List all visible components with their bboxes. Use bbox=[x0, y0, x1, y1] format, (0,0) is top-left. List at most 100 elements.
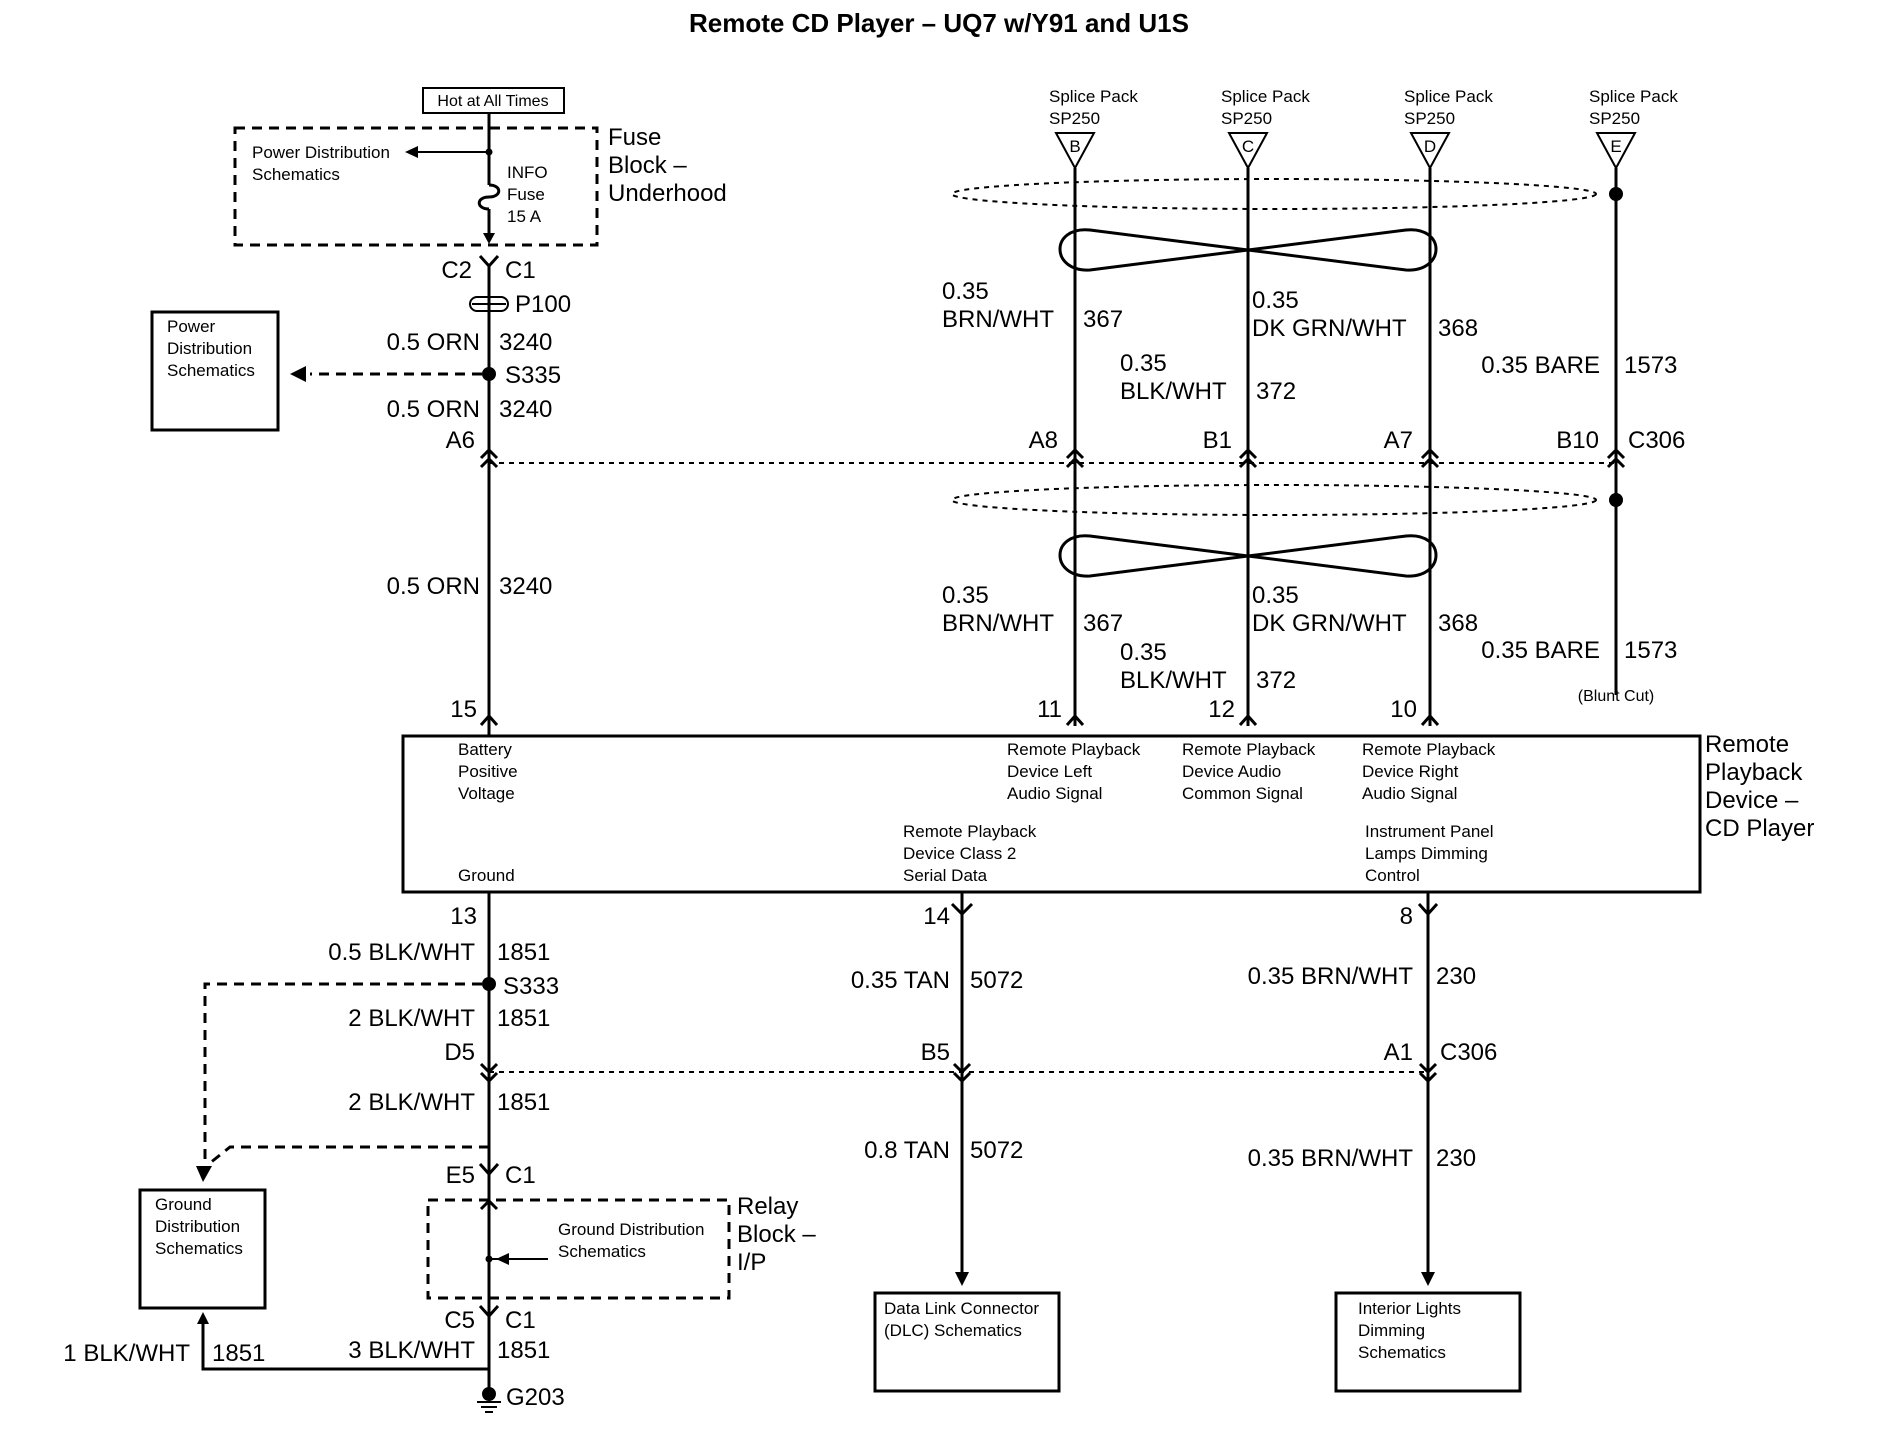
arrow-down-icon bbox=[1421, 1272, 1435, 1286]
arrow-left-icon bbox=[496, 1253, 509, 1265]
svg-text:SP250: SP250 bbox=[1049, 109, 1100, 128]
splice-pack-sp250-d: Splice Pack SP250 D bbox=[1404, 87, 1493, 171]
wire-circuit-label: 367 bbox=[1083, 306, 1123, 333]
connector-symbol bbox=[1606, 447, 1626, 469]
hot-at-all-times-label: Hot at All Times bbox=[437, 93, 548, 110]
wire-color-label: DK GRN/WHT bbox=[1252, 610, 1407, 637]
wire-circuit-label: 372 bbox=[1256, 378, 1296, 405]
connector-pin-b10: B10 bbox=[1556, 427, 1599, 454]
connector-symbol bbox=[479, 1198, 499, 1211]
pin-function-label: Remote Playback bbox=[903, 822, 1037, 841]
wire-circuit-label: 5072 bbox=[970, 967, 1023, 994]
connector-symbol bbox=[1065, 447, 1085, 469]
wire-circuit-label: 1851 bbox=[212, 1340, 265, 1367]
interior-lights-box-label: Schematics bbox=[1358, 1343, 1446, 1362]
wire-circuit-label: 1851 bbox=[497, 1005, 550, 1032]
power-distribution-label: Schematics bbox=[252, 165, 340, 184]
connector-pin-a1: A1 bbox=[1384, 1039, 1413, 1066]
wire-circuit-label: 1851 bbox=[497, 939, 550, 966]
pin-function-label: Device Right bbox=[1362, 762, 1459, 781]
relay-block-name: Relay bbox=[737, 1193, 798, 1220]
pin-function-label: Serial Data bbox=[903, 866, 988, 885]
relay-block-name: I/P bbox=[737, 1249, 766, 1276]
hot-at-all-times-box bbox=[422, 87, 565, 114]
fuse-icon bbox=[477, 183, 501, 211]
connector-symbol bbox=[952, 1062, 972, 1084]
wire-gauge-label: 0.5 ORN bbox=[387, 329, 480, 356]
device-pin-15: 15 bbox=[450, 696, 477, 723]
connector-c2: C2 bbox=[441, 257, 472, 284]
pin-function-label: Ground bbox=[458, 866, 515, 885]
wire-gauge-label: 0.35 bbox=[942, 582, 989, 609]
splice-dot bbox=[485, 1255, 493, 1263]
splice-pack-pin: B bbox=[1069, 137, 1080, 156]
pin-function-label: Remote Playback bbox=[1362, 740, 1496, 759]
splice-pack-sp250-c: Splice Pack SP250 C bbox=[1221, 87, 1310, 171]
connector-pin-a7: A7 bbox=[1384, 427, 1413, 454]
pin-function-label: Voltage bbox=[458, 784, 515, 803]
wire-gauge-label: 0.35 BRN/WHT bbox=[1248, 963, 1414, 990]
pin-function-label: Instrument Panel bbox=[1365, 822, 1494, 841]
device-pin-10: 10 bbox=[1390, 696, 1417, 723]
svg-text:SP250: SP250 bbox=[1221, 109, 1272, 128]
wire-circuit-label: 1851 bbox=[497, 1337, 550, 1364]
power-distribution-box-label: Power bbox=[167, 317, 216, 336]
connector-pin-c5: C5 bbox=[444, 1307, 475, 1334]
twisted-pair-icon bbox=[1058, 534, 1438, 578]
shield-outline bbox=[951, 484, 1597, 516]
connector-symbol bbox=[1420, 713, 1440, 726]
p100-grommet-icon bbox=[469, 296, 509, 312]
arrow-left-icon bbox=[405, 146, 418, 158]
connector-symbol bbox=[479, 713, 499, 726]
splice-pack-pin: D bbox=[1424, 137, 1436, 156]
ground-g203: G203 bbox=[506, 1384, 565, 1411]
wire-gauge-label: 0.35 bbox=[942, 278, 989, 305]
shield-outline bbox=[951, 178, 1597, 210]
wire-gauge-label: 0.35 bbox=[1120, 639, 1167, 666]
pin-function-label: Audio Signal bbox=[1362, 784, 1457, 803]
connector-c1-bottom: C1 bbox=[505, 1307, 536, 1334]
pin-function-label: Device Left bbox=[1007, 762, 1092, 781]
ground-distribution-box bbox=[138, 1188, 267, 1310]
splice-s333-dot bbox=[482, 977, 496, 991]
fuse-block-name: Block – bbox=[608, 152, 687, 179]
remote-playback-device: Battery Positive Voltage Remote Playback… bbox=[401, 734, 1702, 894]
fuse-block-name: Fuse bbox=[608, 124, 661, 151]
wire-gauge-label: 0.35 bbox=[1120, 350, 1167, 377]
svg-text:SP250: SP250 bbox=[1589, 109, 1640, 128]
blunt-cut-label: (Blunt Cut) bbox=[1578, 688, 1654, 705]
arrow-left-icon bbox=[290, 366, 306, 382]
connector-pin-b5: B5 bbox=[921, 1039, 950, 1066]
svg-text:SP250: SP250 bbox=[1404, 109, 1455, 128]
device-pin-11: 11 bbox=[1037, 696, 1062, 723]
wire-circuit-label: 230 bbox=[1436, 1145, 1476, 1172]
connector-pin-b1: B1 bbox=[1203, 427, 1232, 454]
arrow-down-icon bbox=[196, 1166, 212, 1182]
wire-circuit-label: 3240 bbox=[499, 329, 552, 356]
wire-gauge-label: 0.5 ORN bbox=[387, 573, 480, 600]
connector-pin-a6: A6 bbox=[446, 427, 475, 454]
wire-gauge-label: 0.35 BARE bbox=[1481, 637, 1600, 664]
connector-symbol bbox=[1420, 447, 1440, 469]
wire-gauge-label: 1 BLK/WHT bbox=[63, 1340, 190, 1367]
connector-symbol bbox=[1065, 713, 1085, 726]
pin-function-label: Positive bbox=[458, 762, 518, 781]
splice-pack-pin: E bbox=[1610, 137, 1621, 156]
connector-symbol bbox=[478, 254, 500, 269]
arrow-down-icon bbox=[955, 1272, 969, 1286]
splice-dot bbox=[1609, 493, 1623, 507]
wire-circuit-label: 368 bbox=[1438, 610, 1478, 637]
interior-lights-box-label: Interior Lights bbox=[1358, 1299, 1461, 1318]
fuse-rating-label: 15 A bbox=[507, 207, 542, 226]
wire-gauge-label: 0.35 BRN/WHT bbox=[1248, 1145, 1414, 1172]
connector-symbol bbox=[1418, 1062, 1438, 1084]
power-distribution-label: Power Distribution bbox=[252, 143, 390, 162]
wire-circuit-label: 1573 bbox=[1624, 637, 1677, 664]
wire-color-label: BRN/WHT bbox=[942, 306, 1054, 333]
wire-color-label: BLK/WHT bbox=[1120, 378, 1227, 405]
wire-circuit-label: 3240 bbox=[499, 396, 552, 423]
device-pin-14: 14 bbox=[923, 903, 950, 930]
pin-function-label: Control bbox=[1365, 866, 1420, 885]
splice-s335: S335 bbox=[505, 362, 561, 389]
